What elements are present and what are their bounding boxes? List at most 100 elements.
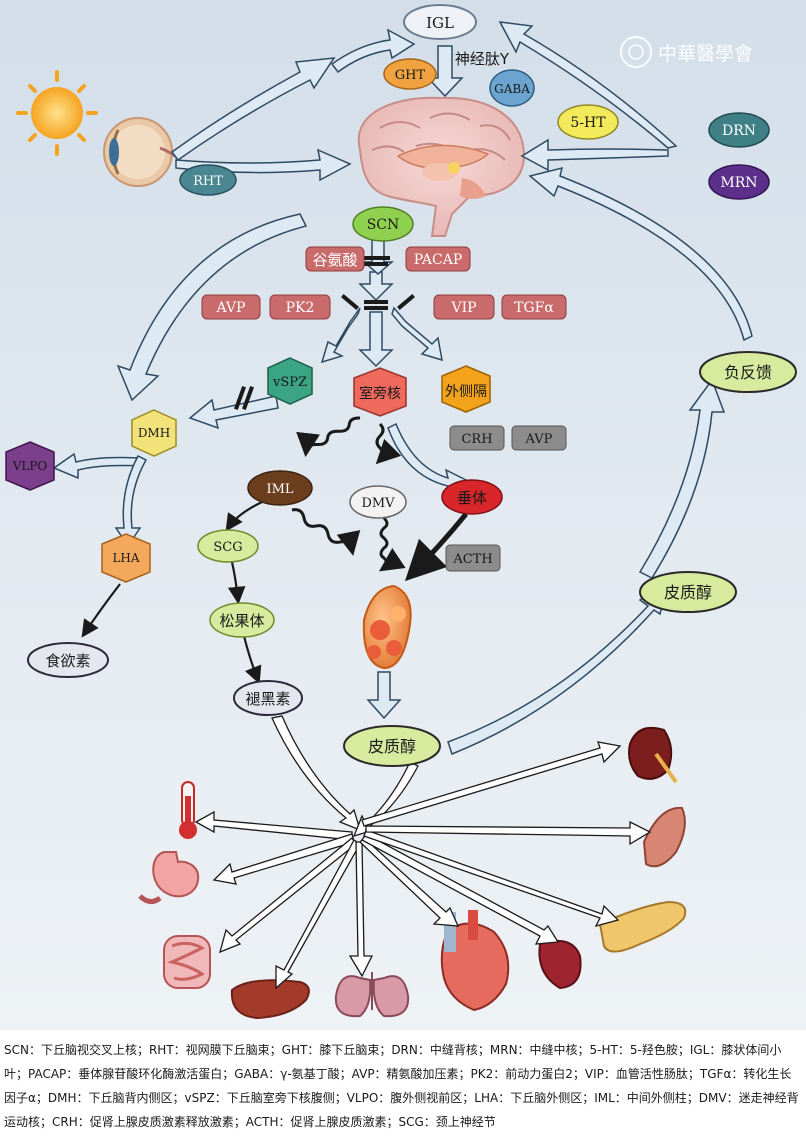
watermark: 中華醫學會 bbox=[620, 36, 753, 68]
spleen-icon bbox=[538, 940, 582, 990]
path-pvn-to-dmv bbox=[375, 422, 402, 465]
vlpo-label: VLPO bbox=[12, 459, 48, 473]
brain-icon bbox=[357, 96, 526, 237]
kidney-icon bbox=[628, 726, 678, 784]
pituitary-node: 垂体 bbox=[441, 479, 503, 515]
npy-label: 神经肽Y bbox=[455, 50, 510, 68]
pineal-node: 松果体 bbox=[209, 602, 275, 638]
dmv-node: DMV bbox=[349, 485, 407, 519]
adrenal-gland-icon bbox=[362, 584, 412, 670]
arrow-feedback-to-brain bbox=[528, 166, 753, 342]
liver-icon bbox=[230, 979, 310, 1020]
lungs-icon bbox=[334, 972, 410, 1018]
arrow-pineal-to-melatonin bbox=[242, 635, 262, 685]
tgf-box: TGFα bbox=[501, 294, 567, 320]
lateral-septum-label: 外侧隔 bbox=[445, 384, 487, 400]
muscle-icon bbox=[642, 806, 686, 868]
ht5-node: 5-HT bbox=[557, 104, 619, 140]
appetite-node: 食欲素 bbox=[27, 642, 109, 678]
pineal-label: 松果体 bbox=[219, 612, 264, 630]
negative-feedback-label: 负反馈 bbox=[724, 363, 772, 382]
thin-arrows bbox=[81, 494, 468, 685]
pvn-label: 室旁核 bbox=[359, 385, 401, 402]
ht5-label: 5-HT bbox=[570, 115, 606, 131]
avp-label: AVP bbox=[216, 300, 246, 316]
sun-icon bbox=[16, 70, 98, 156]
heart-icon bbox=[440, 910, 510, 1012]
path-iml-to-adrenal bbox=[291, 508, 361, 556]
eye-icon bbox=[103, 117, 179, 187]
arrow-vspz-to-dmh bbox=[188, 395, 279, 430]
vlpo-node: VLPO bbox=[5, 441, 55, 491]
gaba-node: GABA bbox=[489, 69, 535, 107]
lha-node: LHA bbox=[101, 533, 151, 583]
arrow-scn-down-2 bbox=[358, 311, 394, 368]
scn-label: SCN bbox=[367, 217, 400, 233]
arrow-scn-to-vspz bbox=[320, 307, 361, 364]
arrow-scn-to-dmh bbox=[116, 213, 308, 402]
arrow-eye-to-igl bbox=[170, 57, 336, 162]
arrow-scn-to-septum bbox=[391, 306, 443, 362]
arrow-to-igl bbox=[330, 28, 416, 74]
pituitary-label: 垂体 bbox=[457, 489, 487, 507]
arrow-lha-to-appetite bbox=[81, 583, 121, 638]
pk2-box: PK2 bbox=[269, 294, 331, 320]
crh-label: CRH bbox=[461, 432, 492, 447]
cortisol2-node: 皮质醇 bbox=[639, 571, 737, 613]
lha-label: LHA bbox=[112, 551, 139, 565]
watermark-text: 中華醫學會 bbox=[658, 43, 753, 65]
rht-label: RHT bbox=[193, 174, 223, 189]
vip-label: VIP bbox=[450, 300, 476, 316]
target-fan bbox=[194, 715, 652, 990]
stomach-icon bbox=[138, 851, 200, 904]
scg-node: SCG bbox=[197, 529, 259, 563]
arrow-adrenal-to-cortisol bbox=[366, 671, 402, 720]
dmh-node: DMH bbox=[131, 409, 177, 457]
igl-node: IGL bbox=[403, 4, 477, 40]
arrow-scn-down-1 bbox=[358, 271, 394, 302]
arrow-scg-to-pineal bbox=[227, 561, 246, 605]
appetite-label: 食欲素 bbox=[45, 652, 90, 670]
tgf-label: TGFα bbox=[514, 300, 554, 316]
neural-paths bbox=[291, 416, 406, 572]
arrow-to-negative-feedback bbox=[638, 378, 726, 579]
crh-box: CRH bbox=[449, 425, 505, 451]
scn-node: SCN bbox=[352, 206, 414, 242]
arrow-pituitary-to-adrenal bbox=[404, 512, 468, 582]
drn-node: DRN bbox=[708, 112, 770, 148]
pk2-label: PK2 bbox=[286, 300, 315, 316]
drn-label: DRN bbox=[722, 123, 756, 139]
dmv-label: DMV bbox=[361, 496, 395, 511]
acth-label: ACTH bbox=[452, 552, 492, 567]
avp2-box: AVP bbox=[511, 425, 567, 451]
igl-label: IGL bbox=[426, 14, 454, 32]
rht-node: RHT bbox=[179, 164, 237, 196]
vspz-label: vSPZ bbox=[272, 375, 307, 390]
melatonin-node: 褪黑素 bbox=[233, 680, 303, 716]
mrn-node: MRN bbox=[708, 164, 770, 200]
ght-node: GHT bbox=[383, 58, 437, 90]
avp2-label: AVP bbox=[525, 432, 553, 447]
gaba-label: GABA bbox=[494, 82, 530, 96]
iml-node: IML bbox=[247, 470, 313, 506]
melatonin-label: 褪黑素 bbox=[245, 690, 290, 708]
ght-label: GHT bbox=[395, 68, 426, 83]
intestine-icon bbox=[163, 935, 211, 989]
path-dmv-to-adrenal bbox=[379, 516, 406, 572]
pvn-node: 室旁核 bbox=[353, 367, 407, 417]
iml-label: IML bbox=[266, 482, 293, 497]
pacap-box: PACAP bbox=[405, 246, 471, 272]
acth-box: ACTH bbox=[445, 544, 501, 572]
avp-box: AVP bbox=[201, 294, 261, 320]
lateral-septum-node: 外侧隔 bbox=[441, 365, 491, 413]
arrow-igl-to-brain bbox=[426, 45, 464, 98]
cortisol2-label: 皮质醇 bbox=[664, 583, 712, 602]
glutamate-box: 谷氨酸 bbox=[305, 246, 365, 272]
arrow-dmh-to-vlpo bbox=[52, 452, 141, 480]
arrow-raphe-to-igl bbox=[498, 21, 678, 149]
stripe-marks bbox=[234, 256, 415, 410]
negative-feedback-node: 负反馈 bbox=[699, 351, 797, 393]
glutamate-label: 谷氨酸 bbox=[312, 251, 357, 269]
vip-box: VIP bbox=[433, 294, 495, 320]
pacap-label: PACAP bbox=[414, 252, 463, 268]
